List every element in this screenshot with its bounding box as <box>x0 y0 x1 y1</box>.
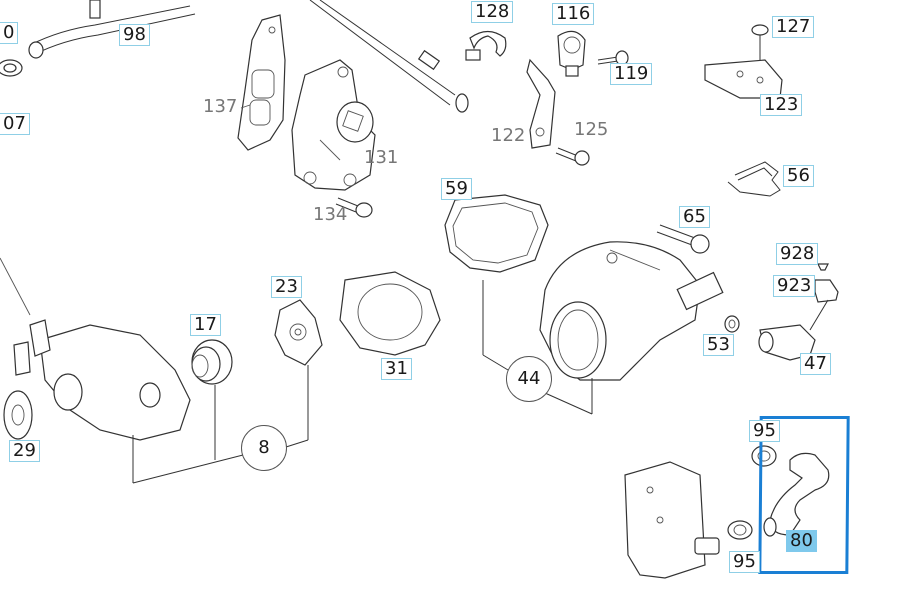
callout-80-selected[interactable]: 80 <box>786 530 817 552</box>
callout-123[interactable]: 123 <box>760 94 803 116</box>
callout-928[interactable]: 928 <box>776 243 819 265</box>
coolant-hose-80 <box>763 452 830 537</box>
callout-47[interactable]: 47 <box>800 353 831 375</box>
pulley-29 <box>3 390 33 440</box>
callout-label-partial-0[interactable]: 0 <box>0 22 19 44</box>
bolt-65 <box>656 224 710 254</box>
callout-label-partial-07[interactable]: 07 <box>0 113 30 135</box>
callout-59[interactable]: 59 <box>441 178 472 200</box>
callout-127[interactable]: 127 <box>772 16 815 38</box>
callout-119[interactable]: 119 <box>610 63 653 85</box>
clamp-left <box>0 59 23 77</box>
spring-clip-56 <box>727 161 781 197</box>
callout-56[interactable]: 56 <box>783 165 814 187</box>
seal-17 <box>191 339 233 385</box>
impeller-23 <box>274 299 323 366</box>
bolt-119 <box>597 50 629 66</box>
callout-44-kit-circle[interactable]: 44 <box>506 356 552 402</box>
hose-clamp-95-upper <box>751 445 777 467</box>
callout-125[interactable]: 125 <box>574 119 609 140</box>
screw-127 <box>751 24 769 62</box>
callout-53[interactable]: 53 <box>703 334 734 356</box>
callout-98[interactable]: 98 <box>119 24 150 46</box>
pipe-clip-116 <box>557 30 586 77</box>
bracket-122 <box>526 58 556 149</box>
callout-923[interactable]: 923 <box>773 275 816 297</box>
hose-clamp-95-lower <box>727 520 753 540</box>
bracket-123 <box>704 59 783 99</box>
bolt-134 <box>335 197 373 218</box>
sensor-parts-928-923 <box>814 263 839 303</box>
callout-8-kit-circle[interactable]: 8 <box>241 425 287 471</box>
water-pump <box>0 257 191 441</box>
callout-95-upper[interactable]: 95 <box>749 420 780 442</box>
coolant-pipe-rod <box>309 0 469 113</box>
hose-clamp-128 <box>465 30 507 61</box>
gasket-31 <box>339 271 441 356</box>
thermostat-44 <box>539 241 724 381</box>
kit-8-leader-lines <box>132 365 309 484</box>
thermostat-housing-131 <box>291 59 376 191</box>
oil-cooler <box>624 461 720 579</box>
o-ring-53 <box>724 315 740 333</box>
callout-131[interactable]: 131 <box>364 147 399 168</box>
callout-29[interactable]: 29 <box>9 440 40 462</box>
callout-122[interactable]: 122 <box>491 125 526 146</box>
callout-95-lower[interactable]: 95 <box>729 551 760 573</box>
callout-134[interactable]: 134 <box>313 204 348 225</box>
callout-128[interactable]: 128 <box>471 1 514 23</box>
callout-137[interactable]: 137 <box>203 96 238 117</box>
gasket-137 <box>237 14 286 151</box>
callout-116[interactable]: 116 <box>552 3 595 25</box>
callout-65[interactable]: 65 <box>679 206 710 228</box>
callout-31[interactable]: 31 <box>381 358 412 380</box>
coolant-pipe-98 <box>28 0 196 59</box>
callout-17[interactable]: 17 <box>190 314 221 336</box>
bolt-125 <box>555 147 590 166</box>
callout-23[interactable]: 23 <box>271 276 302 298</box>
temp-sensor-47 <box>758 299 829 361</box>
kit-44-leader-lines <box>482 280 593 415</box>
gasket-59 <box>444 194 549 273</box>
